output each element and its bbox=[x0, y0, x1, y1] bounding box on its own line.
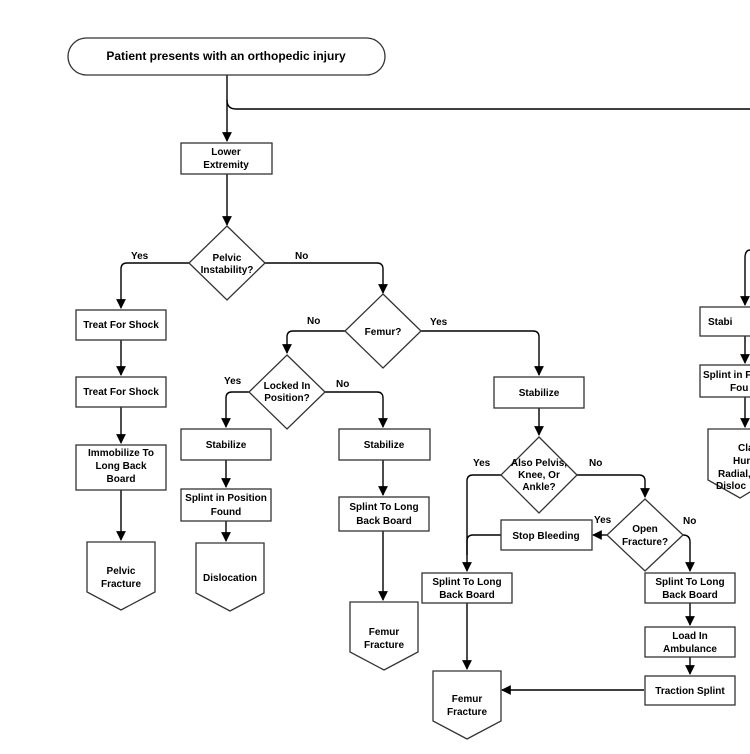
edge-pelvic-yes bbox=[116, 262, 189, 309]
dislocation-label: Dislocation bbox=[203, 573, 257, 584]
lower-extremity-box: Lower Extremity bbox=[180, 142, 273, 175]
splint-long-c-line2: Back Board bbox=[439, 590, 495, 601]
dislocation-terminal: Dislocation bbox=[195, 542, 265, 612]
edge-also-no bbox=[577, 474, 650, 498]
femur-fracture-terminal-b: Femur Fracture bbox=[349, 601, 419, 671]
edge-label-pelvic-yes: Yes bbox=[131, 251, 149, 262]
femur-fracture-b-line2: Fracture bbox=[364, 640, 404, 651]
lower-extremity-line1: Lower bbox=[211, 147, 241, 158]
treat-for-shock-box-2: Treat For Shock bbox=[75, 376, 167, 408]
lower-extremity-line2: Extremity bbox=[203, 160, 249, 171]
edge-label-pelvic-no: No bbox=[295, 251, 308, 262]
right-splint-box-partial: Splint in F Fou bbox=[699, 364, 750, 398]
also-pelvis-knee-ankle-decision: Also Pelvis, Knee, Or Ankle? bbox=[500, 436, 578, 514]
femur-fracture-b-line1: Femur bbox=[369, 627, 400, 638]
start-node-label: Patient presents with an orthopedic inju… bbox=[106, 49, 346, 63]
traction-splint-box: Traction Splint bbox=[644, 675, 736, 706]
edge-label-femur-no: No bbox=[307, 316, 320, 327]
splint-in-position-line2: Found bbox=[211, 507, 242, 518]
locked-in-position-line2: Position? bbox=[264, 393, 310, 404]
stabilize-b-label: Stabilize bbox=[364, 440, 405, 451]
edge-stop-to-splint-c bbox=[466, 534, 501, 555]
stop-bleeding-label: Stop Bleeding bbox=[512, 531, 579, 542]
femur-decision-label: Femur? bbox=[365, 327, 402, 338]
right-splint-line1: Splint in F bbox=[703, 370, 750, 381]
treat-for-shock-1-label: Treat For Shock bbox=[83, 320, 159, 331]
stabilize-box-c: Stabilize bbox=[493, 376, 585, 409]
stabilize-a-label: Stabilize bbox=[206, 440, 247, 451]
right-clav-line2: Hume bbox=[733, 456, 750, 467]
edge-also-yes bbox=[462, 474, 501, 572]
edge-label-femur-yes: Yes bbox=[430, 317, 448, 328]
pelvic-fracture-terminal: Pelvic Fracture bbox=[86, 541, 156, 611]
edge-right-branch-down bbox=[740, 249, 750, 306]
right-clav-line3: Radial, bbox=[718, 469, 750, 480]
edge-open-no bbox=[682, 534, 695, 572]
open-fracture-line2: Fracture? bbox=[622, 537, 668, 548]
right-clavicle-terminal-partial: Clavi Hume Radial, Disloc bbox=[707, 428, 750, 499]
stop-bleeding-box: Stop Bleeding bbox=[500, 519, 593, 551]
edge-label-locked-no: No bbox=[336, 379, 349, 390]
edges bbox=[116, 75, 750, 695]
femur-fracture-c-line1: Femur bbox=[452, 694, 483, 705]
right-clav-line1: Clavi bbox=[738, 443, 750, 454]
edge-femur-yes bbox=[421, 330, 544, 376]
locked-in-position-line1: Locked In bbox=[264, 381, 311, 392]
edge-locked-yes bbox=[221, 391, 249, 428]
load-in-ambulance-box: Load In Ambulance bbox=[644, 626, 736, 658]
edge-start-to-right-branch bbox=[226, 99, 750, 110]
start-node: Patient presents with an orthopedic inju… bbox=[67, 37, 386, 76]
edge-label-also-yes: Yes bbox=[473, 458, 491, 469]
edge-femur-no bbox=[282, 330, 345, 354]
splint-long-back-board-box-b: Splint To Long Back Board bbox=[338, 496, 430, 532]
stabilize-c-label: Stabilize bbox=[519, 388, 560, 399]
locked-in-position-decision: Locked In Position? bbox=[248, 354, 326, 430]
pelvic-fracture-line1: Pelvic bbox=[107, 566, 136, 577]
splint-long-d-line2: Back Board bbox=[662, 590, 718, 601]
femur-decision: Femur? bbox=[344, 293, 422, 369]
splint-in-position-box: Splint in Position Found bbox=[180, 488, 272, 522]
also-pelvis-line1: Also Pelvis, bbox=[511, 458, 567, 469]
pelvic-instability-line2: Instability? bbox=[201, 265, 254, 276]
edge-pelvic-no bbox=[265, 262, 388, 294]
femur-fracture-terminal-c: Femur Fracture bbox=[432, 670, 502, 740]
immobilize-line3: Board bbox=[107, 474, 136, 485]
load-ambulance-line2: Ambulance bbox=[663, 644, 717, 655]
right-stabilize-label: Stabi bbox=[708, 317, 733, 328]
splint-long-back-board-box-c: Splint To Long Back Board bbox=[421, 572, 513, 604]
load-ambulance-line1: Load In bbox=[672, 631, 708, 642]
splint-long-b-line2: Back Board bbox=[356, 516, 412, 527]
immobilize-line1: Immobilize To bbox=[88, 448, 154, 459]
edge-label-open-yes: Yes bbox=[594, 515, 612, 526]
open-fracture-line1: Open bbox=[632, 524, 658, 535]
right-splint-line2: Fou bbox=[730, 383, 748, 394]
edge-label-open-no: No bbox=[683, 516, 696, 527]
pelvic-instability-decision: Pelvic Instability? bbox=[188, 225, 266, 301]
edge-locked-no bbox=[325, 391, 388, 428]
right-stabilize-box-partial: Stabi bbox=[699, 306, 750, 337]
treat-for-shock-2-label: Treat For Shock bbox=[83, 387, 159, 398]
stabilize-box-b: Stabilize bbox=[338, 428, 431, 461]
splint-long-c-line1: Splint To Long bbox=[432, 577, 501, 588]
treat-for-shock-box-1: Treat For Shock bbox=[75, 309, 167, 341]
also-pelvis-line3: Ankle? bbox=[522, 482, 555, 493]
also-pelvis-line2: Knee, Or bbox=[518, 470, 560, 481]
splint-long-b-line1: Splint To Long bbox=[349, 502, 418, 513]
stabilize-box-a: Stabilize bbox=[180, 428, 272, 461]
immobilize-line2: Long Back bbox=[95, 461, 147, 472]
splint-long-d-line1: Splint To Long bbox=[655, 577, 724, 588]
pelvic-instability-line1: Pelvic bbox=[213, 253, 242, 264]
edge-label-also-no: No bbox=[589, 458, 602, 469]
immobilize-box: Immobilize To Long Back Board bbox=[75, 444, 167, 491]
edge-labels: Yes No No Yes Yes No Yes No Yes No bbox=[131, 251, 696, 527]
pelvic-fracture-line2: Fracture bbox=[101, 579, 141, 590]
splint-in-position-line1: Splint in Position bbox=[185, 493, 267, 504]
edge-label-locked-yes: Yes bbox=[224, 376, 242, 387]
right-clav-line4: Disloc bbox=[716, 481, 746, 492]
splint-long-back-board-box-d: Splint To Long Back Board bbox=[644, 572, 736, 604]
traction-splint-label: Traction Splint bbox=[655, 686, 725, 697]
femur-fracture-c-line2: Fracture bbox=[447, 707, 487, 718]
open-fracture-decision: Open Fracture? bbox=[606, 498, 684, 572]
